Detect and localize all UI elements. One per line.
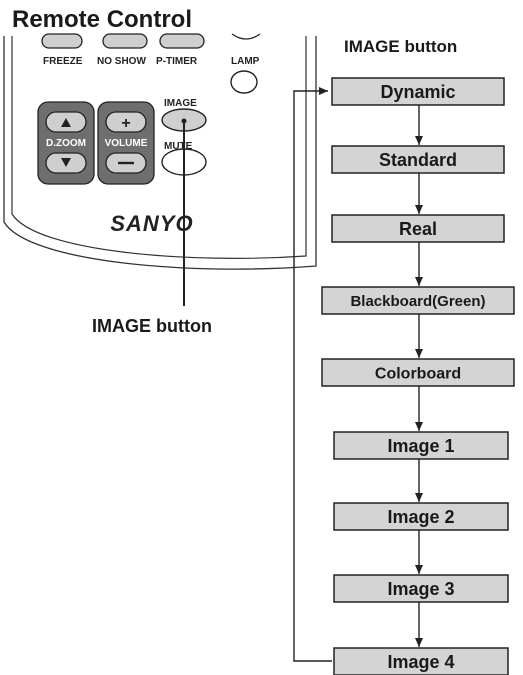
freeze-button[interactable] [41, 33, 83, 49]
lamp-button[interactable] [230, 70, 258, 94]
mode-label: Real [399, 219, 437, 239]
mode-blackboard-green: Blackboard(Green) [321, 286, 515, 315]
mode-label: Image 3 [387, 579, 454, 599]
no-show-label: NO SHOW [97, 56, 146, 67]
loop-back-line [293, 87, 332, 662]
mode-standard: Standard [331, 145, 505, 174]
plus-icon: + [121, 115, 130, 132]
freeze-label: FREEZE [43, 56, 83, 67]
lamp-button-top [231, 33, 261, 40]
dzoom-up-icon [61, 118, 71, 127]
p-timer-button[interactable] [159, 33, 205, 49]
mode-box [331, 145, 505, 174]
dzoom-down-icon [61, 158, 71, 167]
mode-box [331, 77, 505, 106]
mode-label: Colorboard [375, 365, 461, 382]
p-timer-label: P-TIMER [156, 56, 198, 67]
remote-control: FREEZE NO SHOW P-TIMER LAMP D.ZOOM + VOL… [3, 33, 317, 306]
mode-box [321, 286, 515, 315]
mode-image-1: Image 1 [333, 431, 509, 460]
mode-label: Image 4 [387, 652, 454, 672]
volume-label: VOLUME [105, 138, 148, 149]
mode-box [333, 574, 509, 603]
dzoom-label: D.ZOOM [46, 138, 86, 149]
mode-label: Blackboard(Green) [350, 293, 485, 310]
no-show-button[interactable] [102, 33, 148, 49]
lamp-label: LAMP [231, 56, 260, 67]
mode-image-4: Image 4 [333, 647, 509, 675]
remote-body-outline [3, 36, 317, 270]
sequence-heading: IMAGE button [344, 37, 458, 56]
mode-box [321, 358, 515, 387]
mode-label: Dynamic [380, 82, 455, 102]
mode-box [331, 214, 505, 243]
mode-box [333, 502, 509, 531]
top-button-row [41, 33, 261, 49]
mode-box [333, 647, 509, 675]
mode-real: Real [331, 214, 505, 243]
mode-label: Standard [379, 150, 457, 170]
mode-box [333, 431, 509, 460]
image-button-callout-label: IMAGE button [92, 316, 212, 336]
mute-label: MUTE [164, 141, 193, 152]
mode-image-3: Image 3 [333, 574, 509, 603]
volume-up-button[interactable] [105, 111, 147, 133]
mode-label: Image 2 [387, 507, 454, 527]
mode-colorboard: Colorboard [321, 358, 515, 387]
page-title: Remote Control [12, 6, 192, 33]
image-label: IMAGE [164, 98, 197, 109]
mode-dynamic: Dynamic [331, 77, 505, 106]
pointer-dot [181, 118, 187, 124]
mode-label: Image 1 [387, 436, 454, 456]
remote-body-outline-inner [11, 36, 307, 259]
mode-image-2: Image 2 [333, 502, 509, 531]
brand-logo: SANYO [110, 211, 193, 236]
